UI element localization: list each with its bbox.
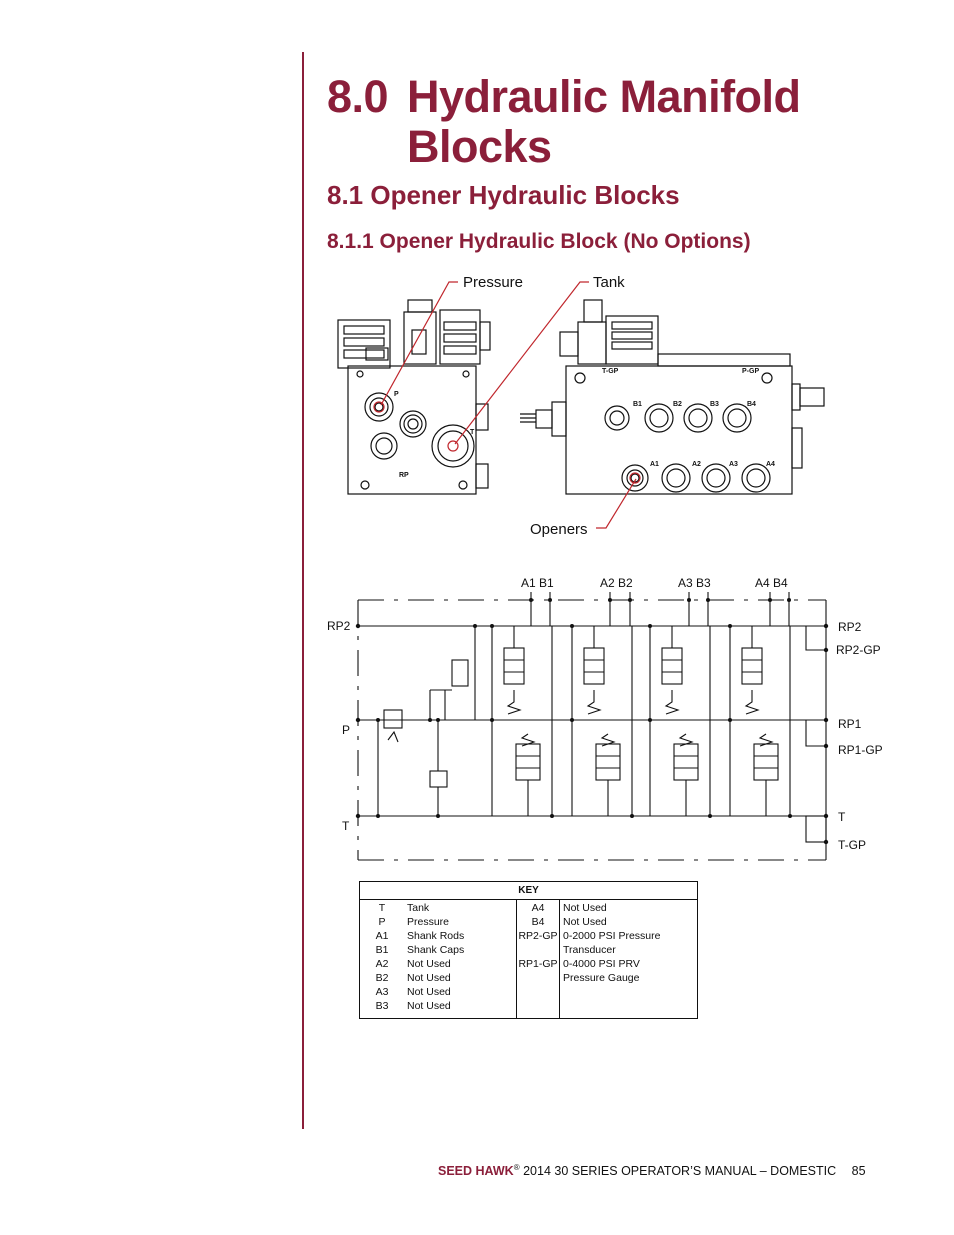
key-desc <box>560 985 697 999</box>
key-code: B3 <box>375 1000 389 1012</box>
right-port-b2: B2 <box>673 401 682 408</box>
right-port-a4: A4 <box>766 461 775 468</box>
right-port-b3: B3 <box>710 401 719 408</box>
right-port-tgp: T-GP <box>602 368 619 375</box>
label-t-left: T <box>342 819 350 833</box>
label-rp2-left: RP2 <box>327 619 351 633</box>
key-desc: 0-2000 PSI Pressure <box>563 930 661 942</box>
key-desc: Shank Rods <box>407 930 465 942</box>
footer-registered-mark: ® <box>513 1163 520 1172</box>
title-line2: Blocks <box>407 121 552 172</box>
right-port-b4: B4 <box>747 401 756 408</box>
key-desc: Not Used <box>407 1000 451 1012</box>
key-desc: Tank <box>407 902 430 914</box>
schematic-junctions <box>355 598 829 845</box>
label-rp1-gp: RP1-GP <box>838 743 883 757</box>
key-desc: Shank Caps <box>407 944 465 956</box>
key-desc: Not Used <box>407 958 451 970</box>
key-desc: Pressure Gauge <box>563 972 640 984</box>
label-t-gp: T-GP <box>838 838 866 852</box>
key-code: B2 <box>375 972 389 984</box>
key-code: A2 <box>375 958 389 970</box>
page-number: 85 <box>851 1164 866 1179</box>
label-a3-b3: A3 B3 <box>678 576 711 590</box>
right-port-a2: A2 <box>692 461 701 468</box>
callout-lines <box>373 281 641 529</box>
right-port-a1: A1 <box>650 461 659 468</box>
key-table: KEY T P A1 B1 A2 B2 A3 B3 Tank Pressure … <box>359 881 698 1019</box>
openers-callout: Openers <box>530 521 588 538</box>
key-left-descriptions: Tank Pressure Shank Rods Shank Caps Not … <box>404 900 517 1018</box>
left-port-t: T <box>470 429 475 436</box>
key-code: A1 <box>375 930 389 942</box>
margin-rule <box>302 52 304 1129</box>
key-left-codes: T P A1 B1 A2 B2 A3 B3 <box>360 900 404 1018</box>
key-desc: Transducer <box>563 944 616 956</box>
label-rp1-right: RP1 <box>838 717 862 731</box>
left-manifold-block <box>337 299 491 495</box>
label-a1-b1: A1 B1 <box>521 576 554 590</box>
footer-manual-title: 2014 30 SERIES OPERATOR’S MANUAL – DOMES… <box>523 1164 837 1179</box>
key-desc: Not Used <box>407 972 451 984</box>
label-p-left: P <box>342 723 350 737</box>
title-number: 8.0 <box>327 71 389 122</box>
key-desc: Not Used <box>563 902 607 914</box>
left-port-rp: RP <box>399 472 409 479</box>
label-a4-b4: A4 B4 <box>755 576 788 590</box>
key-code: A3 <box>375 986 389 998</box>
label-a2-b2: A2 B2 <box>600 576 633 590</box>
key-desc: Not Used <box>563 916 607 928</box>
key-code: B1 <box>375 944 389 956</box>
page-footer: SEED HAWK® 2014 30 SERIES OPERATOR’S MAN… <box>438 1163 866 1178</box>
key-code: A4 <box>531 902 545 914</box>
key-code <box>517 985 559 999</box>
key-code: T <box>378 902 386 914</box>
hydraulic-figure: P T RP T-GP P-GP B1 B2 B3 B4 A1 A2 A3 A4… <box>327 274 883 861</box>
section-heading: 8.1 Opener Hydraulic Blocks <box>327 180 680 210</box>
key-code <box>517 999 559 1013</box>
key-desc: Pressure <box>407 916 450 928</box>
label-rp2-gp: RP2-GP <box>836 643 881 657</box>
footer-brand: SEED HAWK <box>438 1164 514 1179</box>
tank-callout: Tank <box>593 274 625 291</box>
key-code: RP1-GP <box>518 958 558 970</box>
key-desc: Not Used <box>407 986 451 998</box>
label-t-right: T <box>838 810 846 824</box>
right-manifold-block <box>520 299 825 495</box>
key-title: KEY <box>360 882 697 900</box>
key-code <box>517 971 559 985</box>
right-port-pgp: P-GP <box>742 368 759 375</box>
key-desc: 0-4000 PSI PRV <box>563 958 640 970</box>
key-code: RP2-GP <box>518 930 558 942</box>
page-title: 8.0 Hydraulic Manifold Blocks <box>327 72 801 172</box>
label-rp2-right: RP2 <box>838 620 862 634</box>
pressure-callout: Pressure <box>463 274 523 291</box>
key-code: P <box>378 916 386 928</box>
key-right-codes: A4 B4 RP2-GP RP1-GP <box>517 900 559 1018</box>
key-desc <box>560 999 697 1013</box>
key-code: B4 <box>531 916 545 928</box>
subsection-heading: 8.1.1 Opener Hydraulic Block (No Options… <box>327 230 751 253</box>
key-code <box>517 943 559 957</box>
title-line1: Hydraulic Manifold <box>407 71 801 122</box>
left-port-p: P <box>394 391 399 398</box>
right-port-a3: A3 <box>729 461 738 468</box>
hydraulic-schematic <box>357 592 827 861</box>
right-port-b1: B1 <box>633 401 642 408</box>
key-right-descriptions: Not Used Not Used 0-2000 PSI Pressure Tr… <box>559 900 697 1018</box>
